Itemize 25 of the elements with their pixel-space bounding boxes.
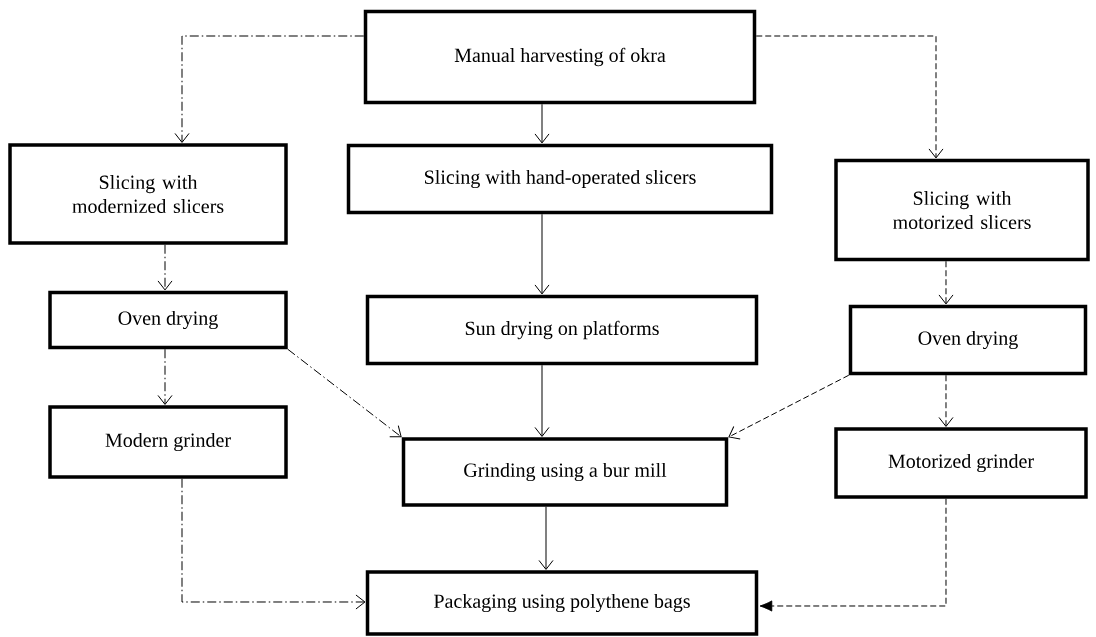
arrow [157,348,173,405]
process-box: Sun drying on platforms [365,294,759,366]
process-box: Grinding using a bur mill [401,437,729,507]
process-box: Modern grinder [48,405,288,479]
process-box: Slicing with modernized slicers [8,143,288,245]
process-box: Manual harvesting of okra [363,9,757,105]
arrow [174,35,365,143]
arrow [534,103,550,144]
arrow [287,348,402,438]
process-box: Oven drying [848,304,1088,376]
arrow [755,35,944,159]
arrow [534,364,550,437]
process-box: Motorized grinder [834,427,1088,499]
arrow [538,506,554,570]
process-box: Slicing with hand-operated slicers [346,143,774,215]
process-box: Oven drying [48,290,288,350]
arrow [728,374,850,440]
process-box: Packaging using polythene bags [365,570,759,636]
arrow [534,213,550,295]
process-box: Slicing with motorized slicers [834,158,1090,262]
arrow [759,498,947,612]
arrow [157,244,173,291]
arrow [181,478,366,610]
arrow [938,260,954,305]
arrow [938,374,954,427]
